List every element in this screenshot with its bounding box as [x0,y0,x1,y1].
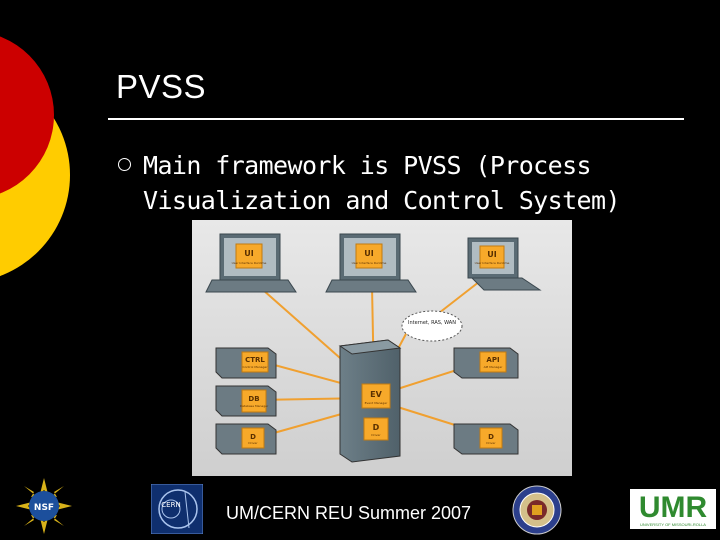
red-arc [0,36,54,194]
ev-label: EV [370,390,382,399]
laptop-ui-2: UI User Interface Runtime [325,233,417,293]
driver-server-right: D Driver [453,423,519,455]
ev-box [361,383,391,409]
ui2-sub: User Interface Runtime [352,261,387,265]
laptop-ui-3: UI User Interface Runtime [467,237,542,291]
ui2-label: UI [364,249,373,258]
api-label: API [486,356,499,364]
laptop-ui-1: UI User Interface Runtime [205,233,297,293]
bullet-text: Main framework is PVSS (Process Visualiz… [143,151,621,215]
d3-sub: Driver [486,441,496,445]
d3-label: D [488,433,494,441]
central-server-tower: EV Event Manager D Driver [338,339,402,463]
d2-label: D [373,423,380,432]
db-label: DB [248,395,259,403]
university-seal [512,485,562,535]
cern-logo-text: CERN [161,501,180,509]
cern-logo: CERN [151,484,203,534]
network-cloud: Internet, RAS, WAN [401,310,463,342]
driver-server-left: D Driver [215,423,277,455]
page-title: PVSS [116,68,207,105]
footer-text: UM/CERN REU Summer 2007 [226,503,472,523]
d1-sub: Driver [248,441,258,445]
ev-sub: Event Manager [365,401,388,405]
db-server: DB Database Manager [215,385,277,417]
api-server: API API Manager [453,347,519,379]
ui1-sub: User Interface Runtime [232,261,267,265]
nsf-logo-text: NSF [34,503,54,513]
umr-logo-subtext: UNIVERSITY OF MISSOURI-ROLLA [640,522,706,527]
d2-box [363,417,389,441]
api-sub: API Manager [484,365,504,369]
title-divider [108,118,684,120]
ui1-label: UI [244,249,253,258]
nsf-logo: NSF [16,478,72,534]
d2-sub: Driver [371,433,381,437]
ctrl-sub: Control Manager [243,365,269,369]
umr-logo: UMR UNIVERSITY OF MISSOURI-ROLLA [630,489,716,529]
umr-logo-text: UMR [639,491,708,524]
ctrl-server: CTRL Control Manager [215,347,277,379]
bullet-marker [118,158,131,171]
network-label: Internet, RAS, WAN [408,320,456,326]
ctrl-label: CTRL [245,356,265,364]
d1-label: D [250,433,256,441]
ui3-label: UI [487,250,496,259]
db-sub: Database Manager [240,404,269,408]
pvss-architecture-diagram: UI User Interface Runtime UI User Interf… [192,220,572,476]
ui3-sub: User Interface Runtime [475,261,510,265]
decorative-circles [0,36,70,277]
